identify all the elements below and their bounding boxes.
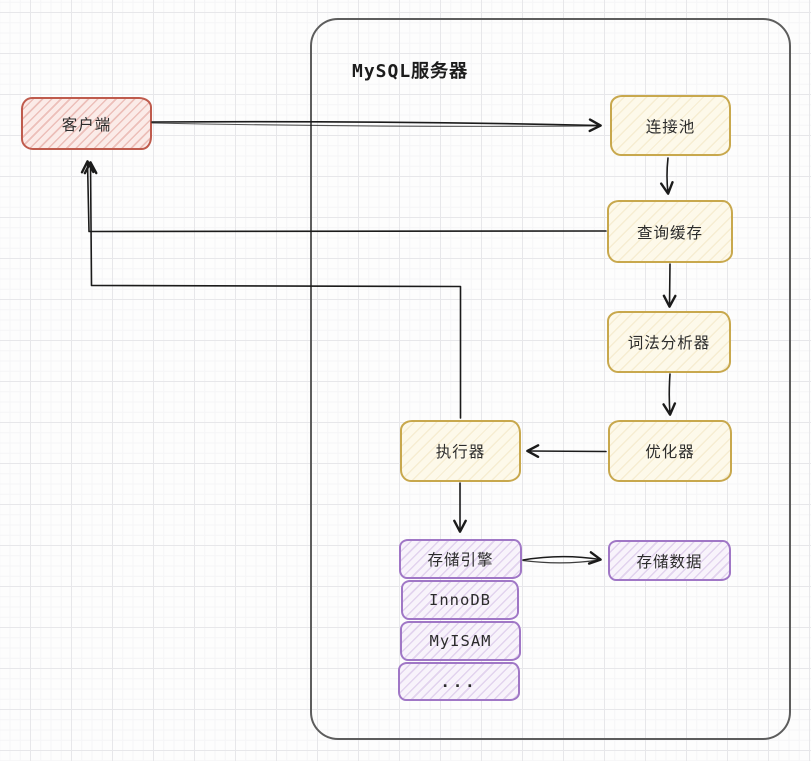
node-client-label: 客户端 [61, 115, 112, 134]
node-connection-pool-label: 连接池 [645, 117, 696, 136]
node-executor-label: 执行器 [435, 443, 486, 461]
node-lexer-label: 词法分析器 [627, 334, 711, 352]
node-storage-engine: 存储引擎 [399, 539, 522, 579]
node-myisam-label: MyISAM [429, 632, 492, 650]
node-myisam: MyISAM [400, 621, 521, 661]
node-query-cache-label: 查询缓存 [636, 223, 703, 242]
node-storage-data: 存储数据 [608, 540, 731, 581]
node-optimizer-label: 优化器 [645, 443, 695, 461]
node-lexer: 词法分析器 [607, 311, 731, 373]
node-optimizer: 优化器 [608, 420, 732, 482]
node-query-cache: 查询缓存 [607, 200, 733, 263]
node-more-engines: ... [398, 662, 520, 701]
node-executor: 执行器 [400, 420, 521, 482]
node-innodb-label: InnoDB [429, 591, 491, 609]
mysql-server-title: MySQL服务器 [352, 61, 469, 82]
node-storage-engine-label: 存储引擎 [427, 551, 494, 569]
node-connection-pool: 连接池 [610, 95, 731, 156]
node-innodb: InnoDB [401, 580, 519, 620]
node-more-engines-label: ... [440, 672, 478, 691]
node-client: 客户端 [21, 97, 152, 150]
node-storage-data-label: 存储数据 [636, 552, 703, 571]
